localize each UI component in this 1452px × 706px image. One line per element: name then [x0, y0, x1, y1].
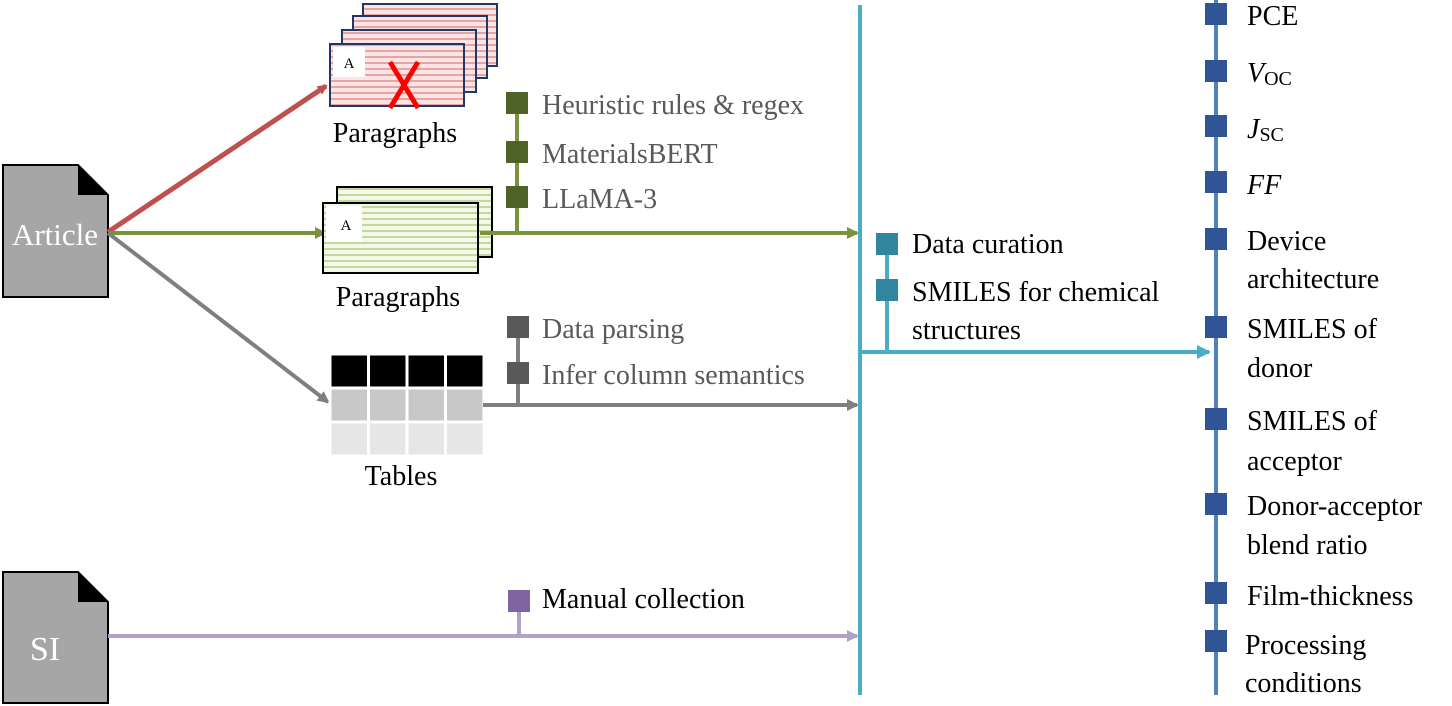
output-processing-line2: conditions — [1245, 668, 1362, 699]
top-paragraph-letter: A — [344, 56, 355, 72]
output-ratio-line2: blend ratio — [1247, 530, 1368, 561]
table-cell — [405, 386, 447, 424]
method-marker-parsing — [507, 316, 529, 338]
output-marker-ratio — [1205, 493, 1227, 515]
output-marker-device — [1205, 228, 1227, 250]
step-marker-smiles — [876, 279, 898, 301]
output-marker-acceptor — [1205, 408, 1227, 430]
output-device-line1: Device — [1247, 226, 1326, 257]
method-marker-llama — [506, 186, 528, 208]
method-marker-manual — [508, 590, 530, 612]
output-donor-line2: donor — [1247, 353, 1313, 384]
paragraphs-stack-icon — [322, 186, 493, 274]
table-cell — [328, 352, 370, 390]
output-acceptor-line2: acceptor — [1247, 446, 1342, 477]
mid-paragraph-letter: A — [341, 218, 352, 234]
output-marker-thickness — [1205, 582, 1227, 604]
red-arrow — [106, 83, 328, 235]
output-marker-processing — [1205, 630, 1227, 652]
method-marker-column-semantics — [507, 362, 529, 384]
table-cell — [444, 352, 486, 390]
article-label: Article — [12, 217, 98, 252]
table-cell — [405, 420, 447, 458]
output-thickness: Film-thickness — [1247, 581, 1413, 612]
gray-arrow — [106, 231, 330, 404]
table-cell — [367, 386, 409, 424]
method-column-semantics: Infer column semantics — [542, 360, 805, 391]
output-device-line2: architecture — [1247, 264, 1379, 295]
reject-x-icon — [387, 60, 421, 110]
output-voc: VOC — [1247, 58, 1292, 90]
top-paragraphs-label: Paragraphs — [333, 118, 457, 149]
output-acceptor-line1: SMILES of — [1247, 406, 1378, 437]
output-marker-pce — [1205, 3, 1227, 25]
step-smiles-line1: SMILES for chemical — [912, 277, 1159, 308]
rejected-paragraphs-stack-icon — [329, 3, 498, 107]
output-marker-donor — [1205, 316, 1227, 338]
article-document-icon — [2, 164, 109, 298]
step-curation: Data curation — [912, 229, 1064, 260]
output-processing-line1: Processing — [1245, 630, 1366, 661]
table-cell — [328, 420, 370, 458]
tables-label: Tables — [365, 461, 438, 492]
step-marker-curation — [876, 233, 898, 255]
output-jsc: JSC — [1247, 114, 1284, 146]
si-label: SI — [30, 631, 60, 668]
si-document-icon — [2, 571, 109, 704]
output-donor-line1: SMILES of — [1247, 314, 1378, 345]
output-marker-jsc — [1205, 115, 1227, 137]
output-ratio-line1: Donor-acceptor — [1247, 491, 1423, 522]
method-parsing: Data parsing — [542, 314, 684, 345]
method-marker-materialsbert — [506, 141, 528, 163]
table-cell — [444, 420, 486, 458]
method-heuristic: Heuristic rules & regex — [542, 90, 804, 121]
table-cell — [367, 352, 409, 390]
output-ff: FF — [1246, 170, 1282, 201]
table-cell — [367, 420, 409, 458]
method-materialsbert: MaterialsBERT — [542, 139, 718, 170]
method-marker-heuristic — [506, 92, 528, 114]
table-cell — [444, 386, 486, 424]
table-grid-icon — [328, 352, 486, 458]
step-smiles-line2: structures — [912, 315, 1021, 346]
method-llama: LLaMA-3 — [542, 184, 657, 215]
table-cell — [405, 352, 447, 390]
method-manual: Manual collection — [542, 584, 745, 615]
table-cell — [328, 386, 370, 424]
mid-paragraphs-label: Paragraphs — [336, 282, 460, 313]
output-marker-voc — [1205, 60, 1227, 82]
output-pce: PCE — [1247, 1, 1298, 32]
output-marker-ff — [1205, 171, 1227, 193]
